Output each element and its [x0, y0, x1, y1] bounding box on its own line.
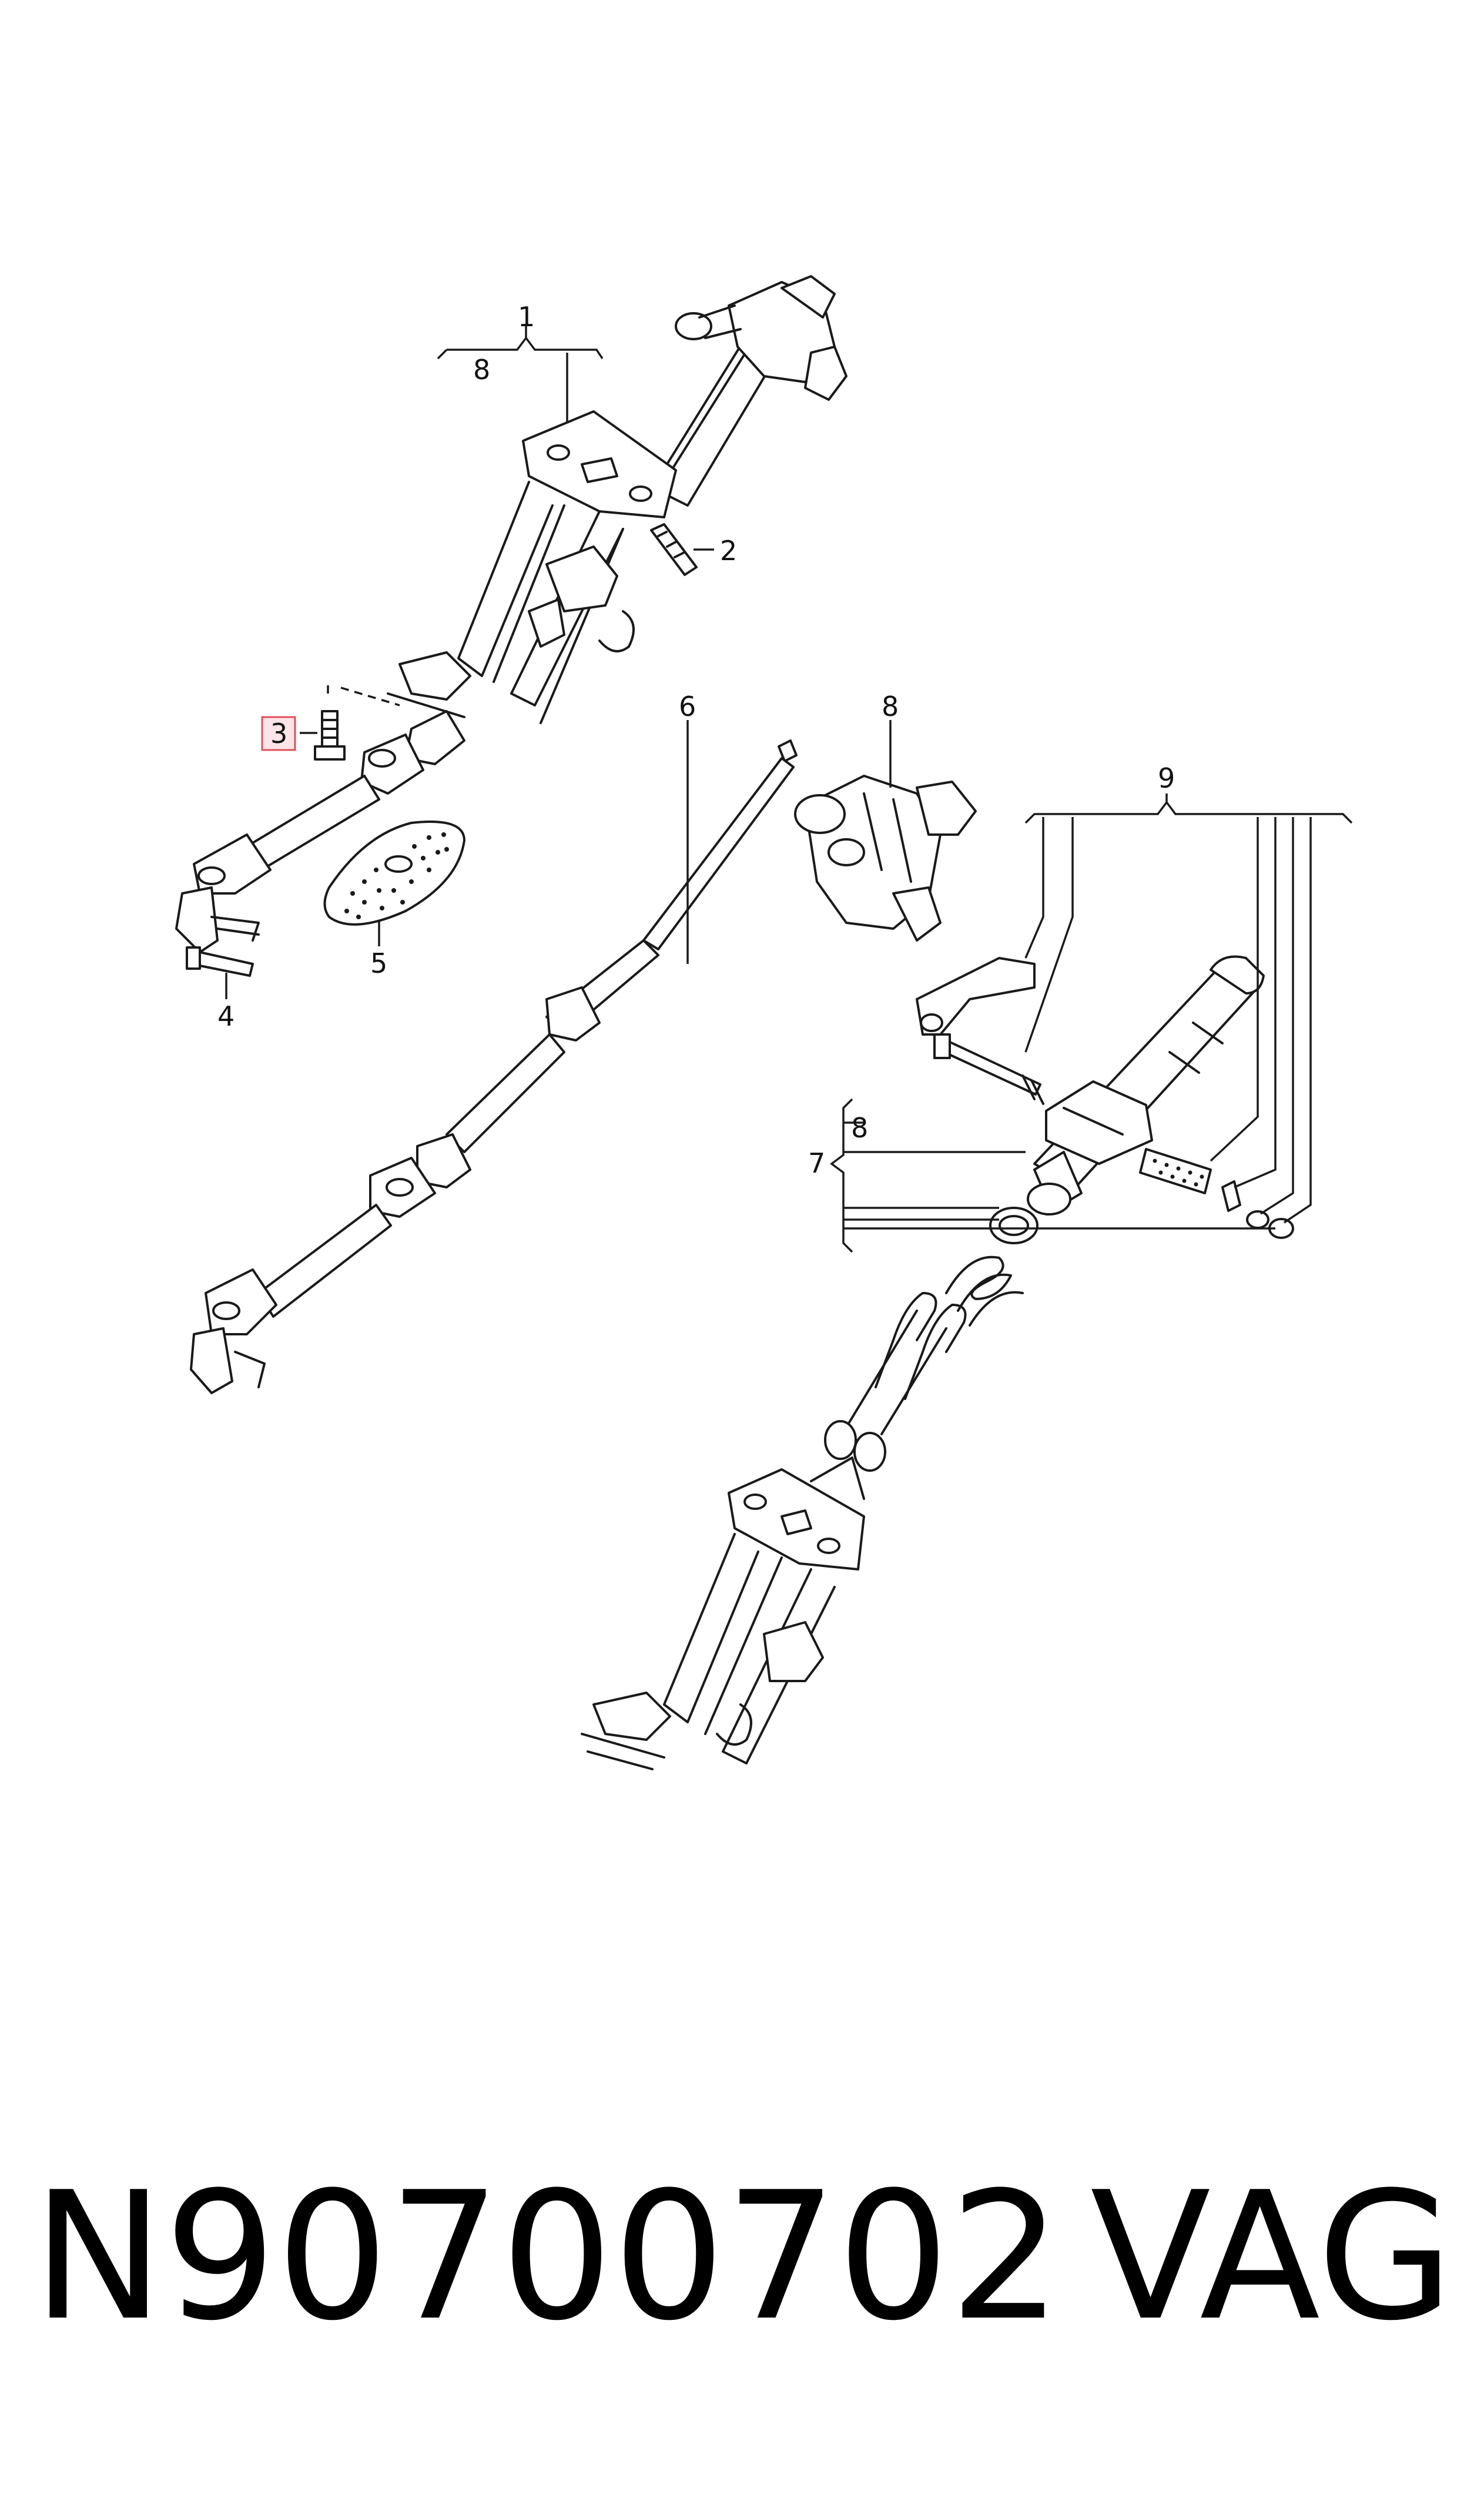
- callout-labels: 1 8 2 3 4 5 6 8 9 8 7: [217, 301, 1175, 1179]
- column-exploded-assembly-9: [581, 955, 1294, 1770]
- lock-housing-part-8: [794, 775, 977, 942]
- callout-8-lower: 8: [851, 1112, 868, 1144]
- callout-7: 7: [808, 1147, 825, 1179]
- callout-8-top: 8: [473, 354, 490, 386]
- part-number-label: N90700702: [32, 2154, 1062, 2359]
- brand-label: VAG: [1090, 2154, 1454, 2359]
- steering-column-assembly: [175, 275, 847, 953]
- callout-3-highlight: 3: [261, 716, 296, 751]
- pad-part-5: [323, 821, 465, 926]
- sleeve-perforations: [1153, 1158, 1204, 1187]
- leader-lines: [225, 326, 1353, 1253]
- callout-6: 6: [679, 691, 696, 722]
- callout-2: 2: [720, 535, 737, 567]
- callout-3: 3: [270, 718, 287, 749]
- callout-9: 9: [1158, 762, 1175, 794]
- callout-8-middle: 8: [882, 691, 899, 722]
- callout-1: 1: [518, 301, 535, 333]
- pad-perforations: [344, 832, 449, 919]
- callout-5: 5: [370, 947, 387, 979]
- callout-4: 4: [217, 1000, 235, 1032]
- screw-part-4: [186, 946, 254, 977]
- bolt-part-2: [650, 523, 698, 576]
- bolt-part-3: [314, 710, 346, 761]
- steering-shaft-part-6: [190, 739, 798, 1394]
